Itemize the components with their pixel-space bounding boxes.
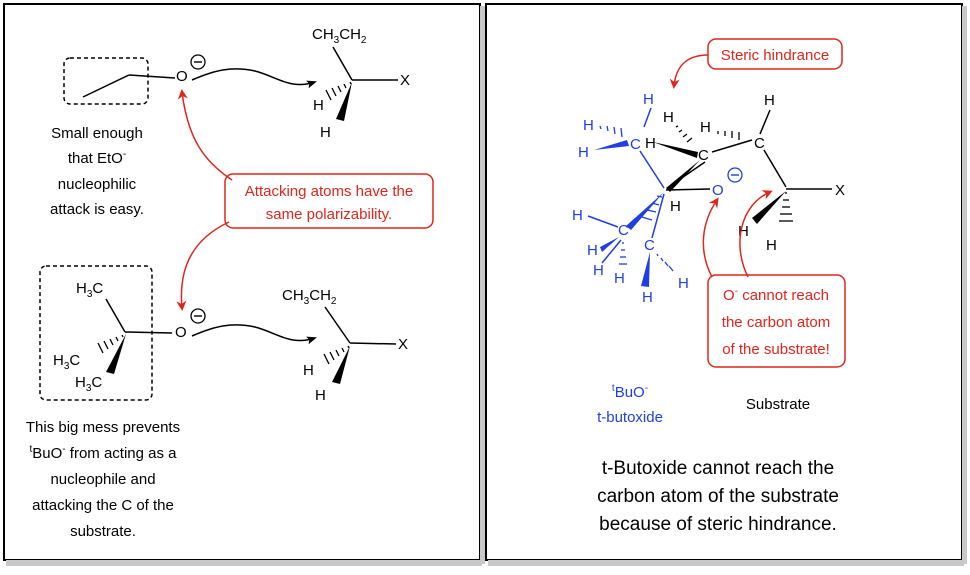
panel-frames — [3, 3, 967, 566]
ethyl-substituent-label: CH3CH2 — [312, 26, 367, 46]
bottom-reaction: H3C H3C H3C O CH3CH2 X H H — [39, 265, 408, 404]
svg-text:H: H — [578, 144, 589, 161]
svg-text:H3C: H3C — [76, 280, 103, 300]
substrate-bond-x-2 — [349, 342, 397, 345]
svg-text:O- cannot reach: O- cannot reach — [723, 286, 829, 304]
svg-text:H: H — [766, 237, 777, 254]
hydrogen-2: H — [320, 124, 331, 141]
steric-arrow — [669, 54, 709, 89]
svg-text:O: O — [712, 182, 724, 199]
solid-wedge-2 — [332, 346, 350, 384]
negative-charge-circle — [190, 54, 206, 70]
substrate-bond-up-2 — [324, 306, 351, 344]
tbuo-oxygen: O — [175, 324, 187, 341]
hydrogen-1: H — [313, 97, 324, 114]
svg-text:because of steric hindrance.: because of steric hindrance. — [599, 514, 837, 535]
svg-text:H: H — [614, 270, 625, 287]
substrate-bond-up — [332, 46, 353, 81]
svg-text:nucleophile and: nucleophile and — [50, 471, 155, 488]
cannot-reach-callout: O- cannot reach the carbon atom of the s… — [702, 190, 846, 368]
t-butoxide-molecule: H H H C H H C H H — [572, 91, 787, 306]
callout-arrow-up — [177, 89, 233, 181]
svg-text:substrate.: substrate. — [70, 523, 136, 540]
svg-text:C: C — [630, 136, 641, 153]
attack-arrow-bottom — [191, 324, 317, 345]
svg-text:H: H — [587, 242, 598, 259]
svg-text:X: X — [835, 182, 845, 199]
svg-text:Small enough: Small enough — [51, 125, 143, 142]
svg-text:H: H — [593, 262, 604, 279]
svg-text:Attacking atoms have the: Attacking atoms have the — [245, 183, 413, 200]
top-caption: Small enough that EtO- nucleophilic atta… — [50, 125, 144, 218]
svg-text:H3C: H3C — [75, 374, 102, 394]
leaving-group-x: X — [400, 72, 410, 89]
svg-text:Steric hindrance: Steric hindrance — [721, 47, 829, 64]
svg-text:that EtO-: that EtO- — [68, 149, 126, 167]
svg-text:H: H — [643, 91, 654, 108]
svg-text:attacking the C of the: attacking the C of the — [32, 497, 174, 514]
svg-text:H: H — [678, 275, 689, 292]
svg-text:the carbon atom: the carbon atom — [722, 314, 830, 331]
svg-text:attack is easy.: attack is easy. — [50, 201, 144, 218]
svg-text:This big mess prevents: This big mess prevents — [26, 419, 180, 436]
svg-text:H: H — [583, 117, 594, 134]
svg-text:C: C — [754, 135, 765, 152]
conclusion-text: t-Butoxide cannot reach the carbon atom … — [597, 458, 839, 535]
polarizability-callout: Attacking atoms have the same polarizabi… — [176, 89, 434, 311]
hydrogen-4: H — [315, 387, 326, 404]
svg-text:of the substrate!: of the substrate! — [722, 341, 830, 358]
hydrogen-3: H — [303, 362, 314, 379]
svg-text:same polarizability.: same polarizability. — [266, 206, 392, 223]
svg-text:nucleophilic: nucleophilic — [58, 176, 137, 193]
c-o-bond — [124, 331, 173, 334]
svg-text:H: H — [738, 223, 749, 240]
ethyl-bond-1 — [82, 74, 130, 98]
svg-text:Substrate: Substrate — [746, 396, 810, 413]
svg-text:carbon atom of the substrate: carbon atom of the substrate — [597, 486, 839, 507]
top-reaction: O CH3CH2 X H H — [63, 26, 410, 141]
svg-text:t-butoxide: t-butoxide — [597, 409, 663, 426]
steric-hindrance-callout: Steric hindrance — [669, 38, 843, 89]
leaving-group-x-2: X — [398, 336, 408, 353]
svg-text:C: C — [618, 222, 629, 239]
svg-text:H3C: H3C — [53, 352, 80, 372]
hashed-wedge — [325, 81, 352, 101]
svg-text:tBuO- from acting as a: tBuO- from acting as a — [29, 444, 177, 462]
attack-arrow-top — [191, 68, 317, 89]
solid-wedge — [336, 82, 352, 121]
svg-text:C: C — [644, 237, 655, 254]
ethyl-highlight-box — [63, 57, 149, 105]
molecule-labels: tBuO- t-butoxide Substrate — [597, 383, 810, 426]
substrate-molecule-right: X H H — [738, 182, 845, 254]
svg-text:H: H — [670, 198, 681, 215]
ethoxide-oxygen: O — [176, 68, 188, 85]
hashed-wedge-tbu — [97, 334, 124, 354]
svg-text:t-Butoxide cannot reach the: t-Butoxide cannot reach the — [602, 458, 834, 479]
svg-text:H: H — [572, 207, 583, 224]
svg-text:H: H — [642, 289, 653, 306]
ethyl-substituent-label-2: CH3CH2 — [282, 287, 337, 307]
svg-text:H: H — [700, 119, 711, 136]
solid-wedge-tbu — [106, 334, 126, 374]
methyl-bond-1 — [105, 298, 126, 333]
hashed-wedge-2 — [323, 345, 350, 365]
bottom-caption: This big mess prevents tBuO- from acting… — [26, 419, 180, 540]
svg-text:H: H — [645, 135, 656, 152]
cannot-arrow-to-o — [702, 197, 719, 278]
svg-text:H: H — [663, 109, 674, 126]
callout-arrow-down — [176, 221, 230, 311]
svg-text:tBuO-: tBuO- — [612, 383, 648, 401]
svg-text:H: H — [764, 92, 775, 109]
ethyl-bond-2 — [128, 74, 176, 79]
negative-charge-circle-2 — [190, 308, 206, 324]
svg-text:C: C — [698, 147, 709, 164]
cannot-arrow-to-c — [739, 190, 773, 278]
